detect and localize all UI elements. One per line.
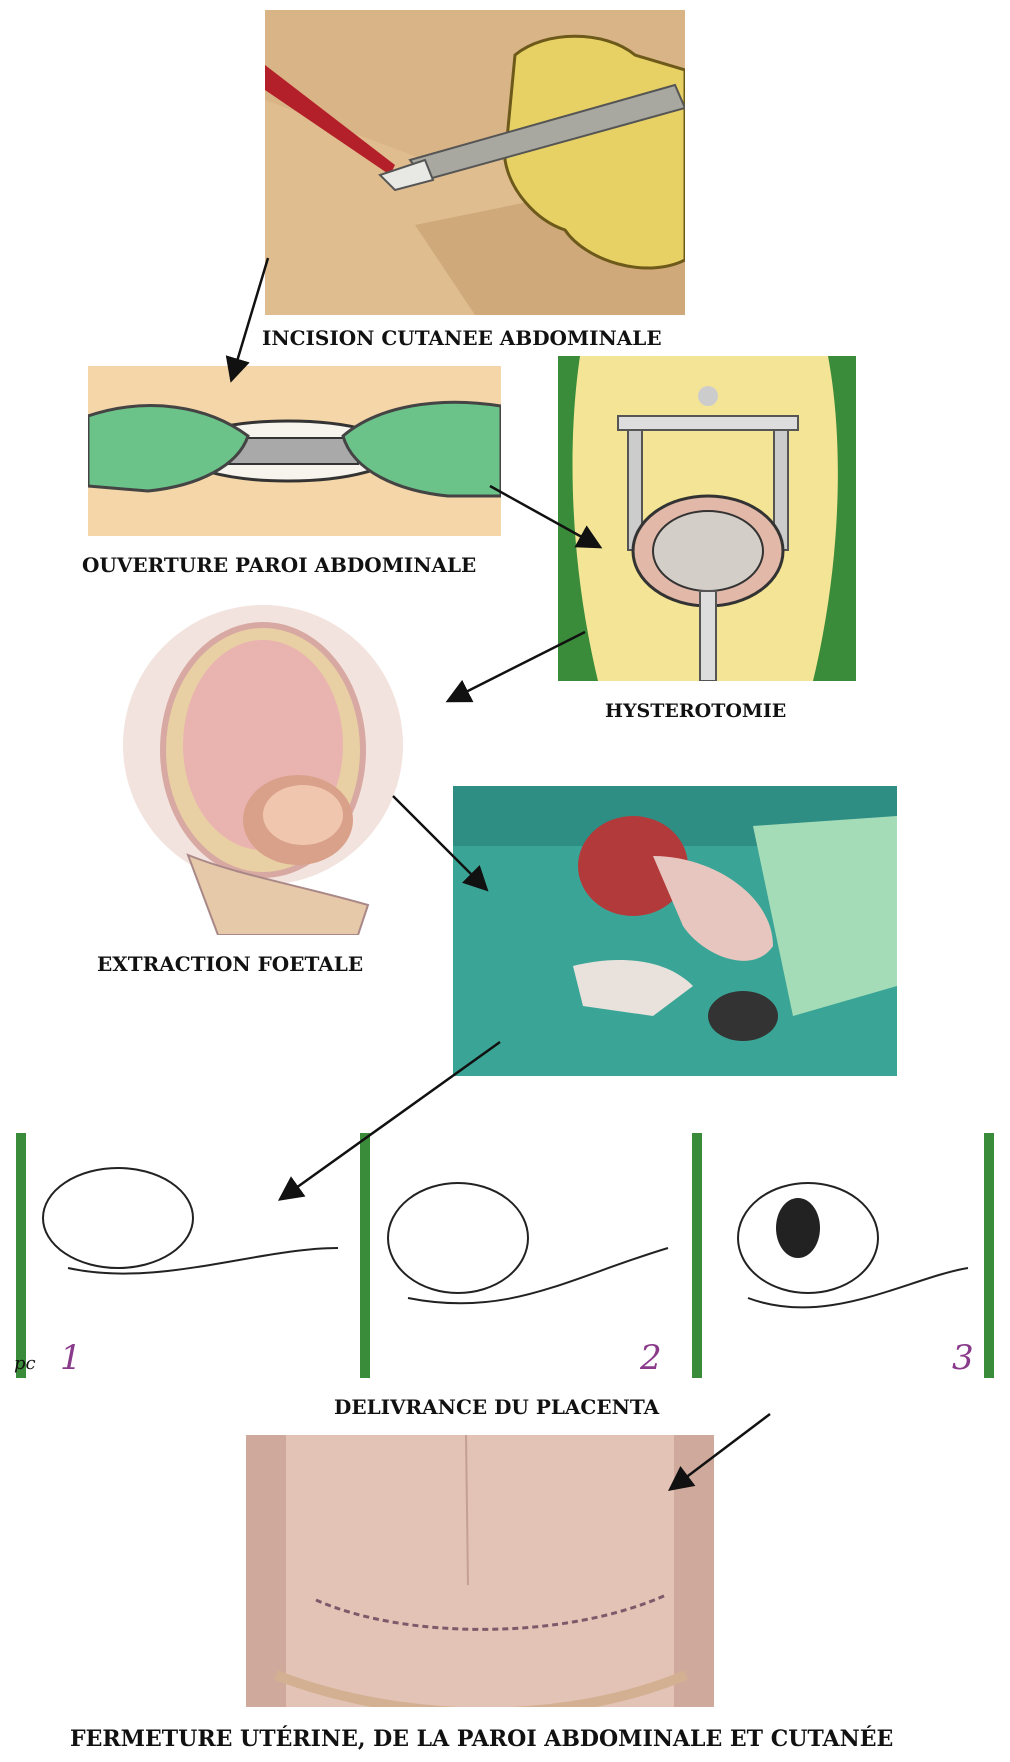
delivrance-illustration (8, 1128, 1000, 1383)
caption-extraction: EXTRACTION FOETALE (97, 952, 363, 976)
incision-illustration (265, 10, 685, 315)
extraction-photo (453, 786, 897, 1076)
hysterotomie-illustration (558, 356, 856, 681)
caption-delivrance: DELIVRANCE DU PLACENTA (334, 1395, 659, 1419)
delivrance-number-1: 1 (60, 1338, 82, 1378)
extraction-illustration (118, 605, 418, 935)
delivrance-number-3: 3 (952, 1338, 974, 1378)
caption-fermeture: FERMETURE UTÉRINE, DE LA PAROI ABDOMINAL… (70, 1726, 893, 1752)
caption-ouverture: OUVERTURE PAROI ABDOMINALE (82, 553, 476, 577)
delivrance-corner-mark: pc (14, 1353, 36, 1374)
ouverture-illustration (88, 366, 501, 536)
caption-hysterotomie: HYSTEROTOMIE (605, 700, 786, 722)
fermeture-photo (246, 1435, 714, 1707)
arrow-incision-to-ouverture (232, 258, 268, 378)
delivrance-number-2: 2 (640, 1338, 662, 1378)
caption-incision: INCISION CUTANEE ABDOMINALE (262, 326, 662, 350)
